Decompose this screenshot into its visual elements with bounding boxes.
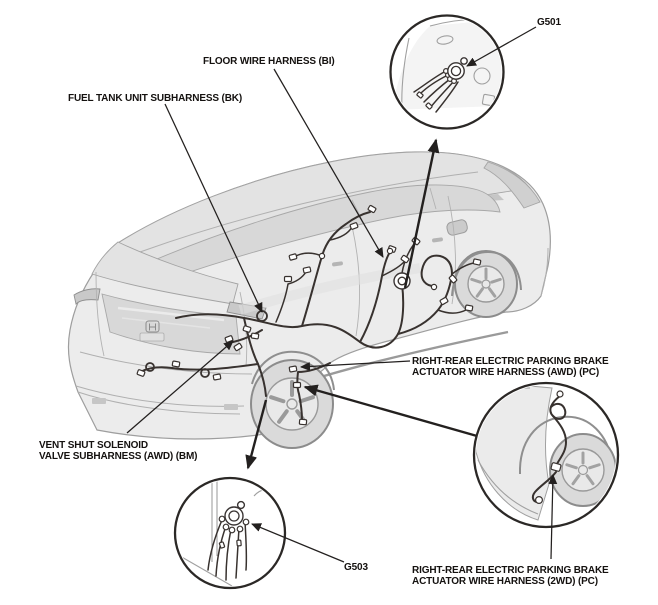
h-logo — [145, 320, 160, 333]
label-vent-shut-line1: VENT SHUT SOLENOID — [39, 440, 148, 451]
label-epb-awd-line1: RIGHT-REAR ELECTRIC PARKING BRAKE — [412, 356, 609, 367]
front-door-handle — [432, 237, 443, 243]
callout-arrow-to-g501-inset — [403, 138, 440, 289]
leader-floor-wire-harness — [273, 68, 384, 258]
callout-arrow-from-wheel-inset — [303, 384, 478, 438]
label-epb-awd-line2: ACTUATOR WIRE HARNESS (AWD) (PC) — [412, 367, 599, 378]
taillight-left — [73, 288, 101, 305]
leader-g503 — [251, 523, 345, 563]
reflector-right — [224, 404, 238, 410]
side-glass — [149, 184, 501, 277]
label-epb-2wd-line2: ACTUATOR WIRE HARNESS (2WD) (PC) — [412, 576, 598, 587]
label-floor-wire-harness: FLOOR WIRE HARNESS (BI) — [203, 56, 335, 67]
rear-spoiler — [91, 241, 239, 305]
rear-door-handle — [332, 261, 343, 267]
floor-harness — [136, 204, 482, 426]
inset-rear-wheel — [472, 381, 620, 529]
leader-vent-shut-solenoid — [126, 340, 234, 434]
reflector-left — [92, 398, 106, 404]
leader-epb-2wd — [548, 474, 558, 560]
car-illustration — [67, 151, 551, 449]
label-g503: G503 — [344, 562, 368, 573]
leader-fuel-tank-subharness — [164, 103, 263, 313]
front-wheel — [451, 250, 522, 318]
label-g501: G501 — [537, 17, 561, 28]
leader-g501 — [466, 26, 537, 67]
callout-arrow-to-g503-inset — [245, 399, 268, 470]
leader-epb-awd — [300, 360, 411, 371]
label-fuel-tank-subharness: FUEL TANK UNIT SUBHARNESS (BK) — [68, 93, 242, 104]
door-mirror — [446, 219, 468, 236]
ground-bolt-g503 — [224, 506, 244, 526]
inset-g501 — [389, 14, 505, 130]
ground-bolt-g501 — [447, 62, 465, 80]
label-epb-2wd-line1: RIGHT-REAR ELECTRIC PARKING BRAKE — [412, 565, 609, 576]
inset-wheel — [549, 433, 616, 507]
rear-wheel — [250, 350, 335, 449]
inset-g503 — [173, 476, 287, 590]
license-garnish — [139, 332, 165, 342]
harness-connectors — [136, 204, 482, 426]
label-vent-shut-line2: VALVE SUBHARNESS (AWD) (BM) — [39, 451, 197, 462]
windshield — [483, 161, 541, 209]
